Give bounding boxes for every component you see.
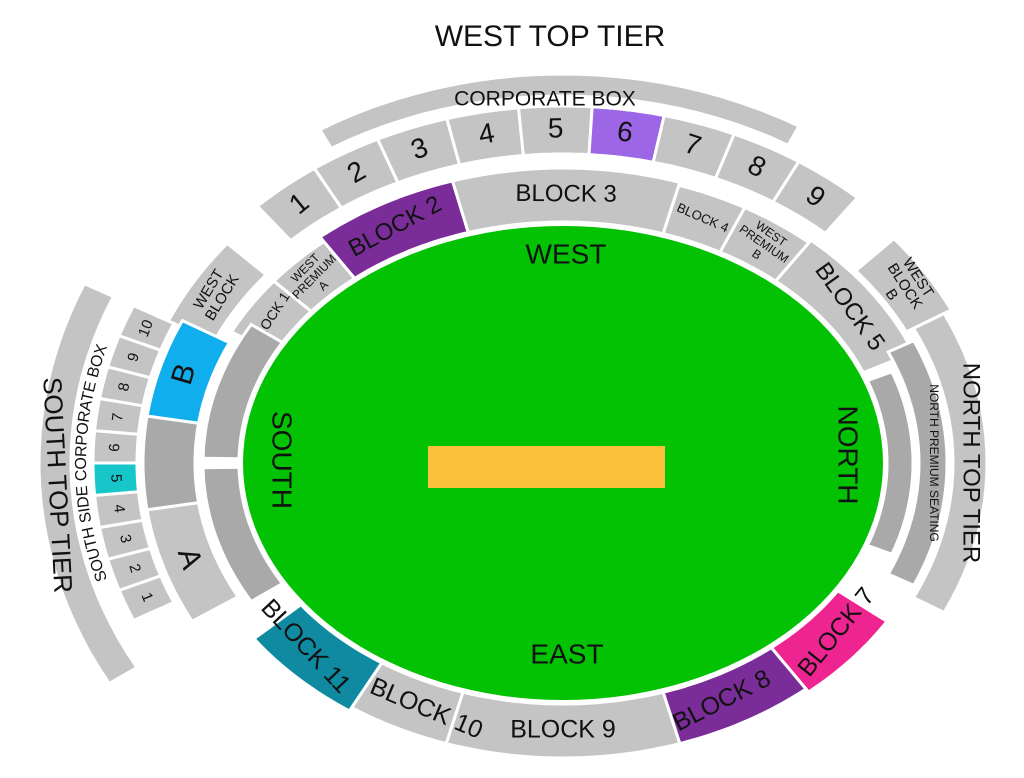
section-label-scorp7: 7 [109,412,127,422]
field-label-east: EAST [530,638,603,669]
section-west-block-b[interactable] [853,236,954,334]
section-label-scorp6: 6 [106,443,123,452]
section-south-middle[interactable] [141,414,201,512]
section-label-scorp10: 10 [135,318,157,340]
section-label-block9: BLOCK 9 [510,716,616,744]
section-south-top-tier[interactable] [37,281,140,686]
section-label-corp6: 6 [615,115,635,148]
section-north-premium-seating[interactable] [886,338,949,588]
field-label-north: NORTH [833,405,864,504]
section-south-b[interactable] [145,318,232,425]
field-label-south: SOUTH [267,411,298,509]
section-south-inner-upper[interactable] [201,465,285,604]
section-label-scorp4: 4 [110,503,128,513]
section-west-block[interactable] [166,241,269,344]
corporate-box-title: CORPORATE BOX [454,88,636,111]
section-label-scorp8: 8 [115,381,133,393]
section-label-north-top-tier: NORTH TOP TIER [958,363,985,564]
section-north-inner[interactable] [865,369,915,557]
section-label-north-premium-seating: NORTH PREMIUM SEATING [927,384,941,542]
section-north-top-tier[interactable] [911,311,989,615]
west-top-tier-title: WEST TOP TIER [435,20,666,53]
section-corp9[interactable] [770,159,860,236]
section-scorp10[interactable] [116,303,176,353]
section-label-scorp3: 3 [116,533,134,545]
field-label-west: WEST [526,238,607,269]
cricket-pitch [428,446,665,488]
section-label-corp4: 4 [476,117,497,150]
section-label-block3: BLOCK 3 [515,180,617,208]
section-south-a[interactable] [145,501,241,624]
section-west-top-tier[interactable] [317,72,802,151]
section-block5[interactable] [773,238,916,375]
section-south-inner-lower[interactable] [201,322,285,461]
section-label-corp5: 5 [548,112,564,143]
section-block11[interactable] [251,602,384,713]
section-label-scorp5: 5 [107,474,124,483]
